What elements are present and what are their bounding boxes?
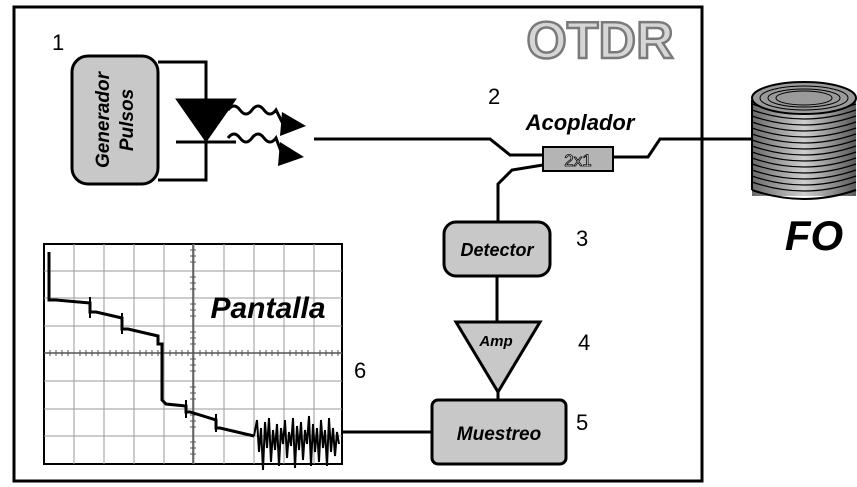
sampling-block: Muestreo [430, 398, 568, 466]
fiber-line-detector [496, 163, 544, 222]
screen-label: Pantalla [210, 292, 325, 325]
label-6: 6 [354, 358, 366, 383]
generator-label-line1: Generador [93, 70, 114, 168]
laser-diode [158, 60, 237, 182]
sampling-label: Muestreo [457, 424, 541, 445]
fiber-spool [751, 81, 857, 200]
detector-label: Detector [460, 240, 534, 260]
screen-noise [253, 415, 340, 471]
coupler-box: 2x1 [542, 146, 614, 172]
label-5: 5 [576, 410, 588, 435]
label-3: 3 [576, 226, 588, 251]
label-2: 2 [488, 84, 500, 109]
generator-label-line2: Pulsos [117, 89, 138, 151]
amp-label: Amp [478, 333, 512, 350]
light-emission-icon [226, 104, 306, 166]
amplifier: Amp [453, 320, 543, 395]
screen-display: Pantalla [43, 243, 343, 471]
fiber-line-out [613, 137, 770, 159]
coupler-box-label: 2x1 [564, 151, 591, 170]
detector-block: Detector [442, 220, 552, 278]
fiber-line-emitter [314, 137, 543, 157]
otdr-title: OTDR [526, 12, 673, 70]
fiber-label: FO [785, 212, 843, 259]
label-1: 1 [52, 30, 64, 55]
otdr-frame [12, 5, 704, 483]
label-4: 4 [578, 330, 590, 355]
coupler-label: Acoplador [525, 110, 636, 135]
pulse-generator: Generador Pulsos [70, 54, 160, 186]
